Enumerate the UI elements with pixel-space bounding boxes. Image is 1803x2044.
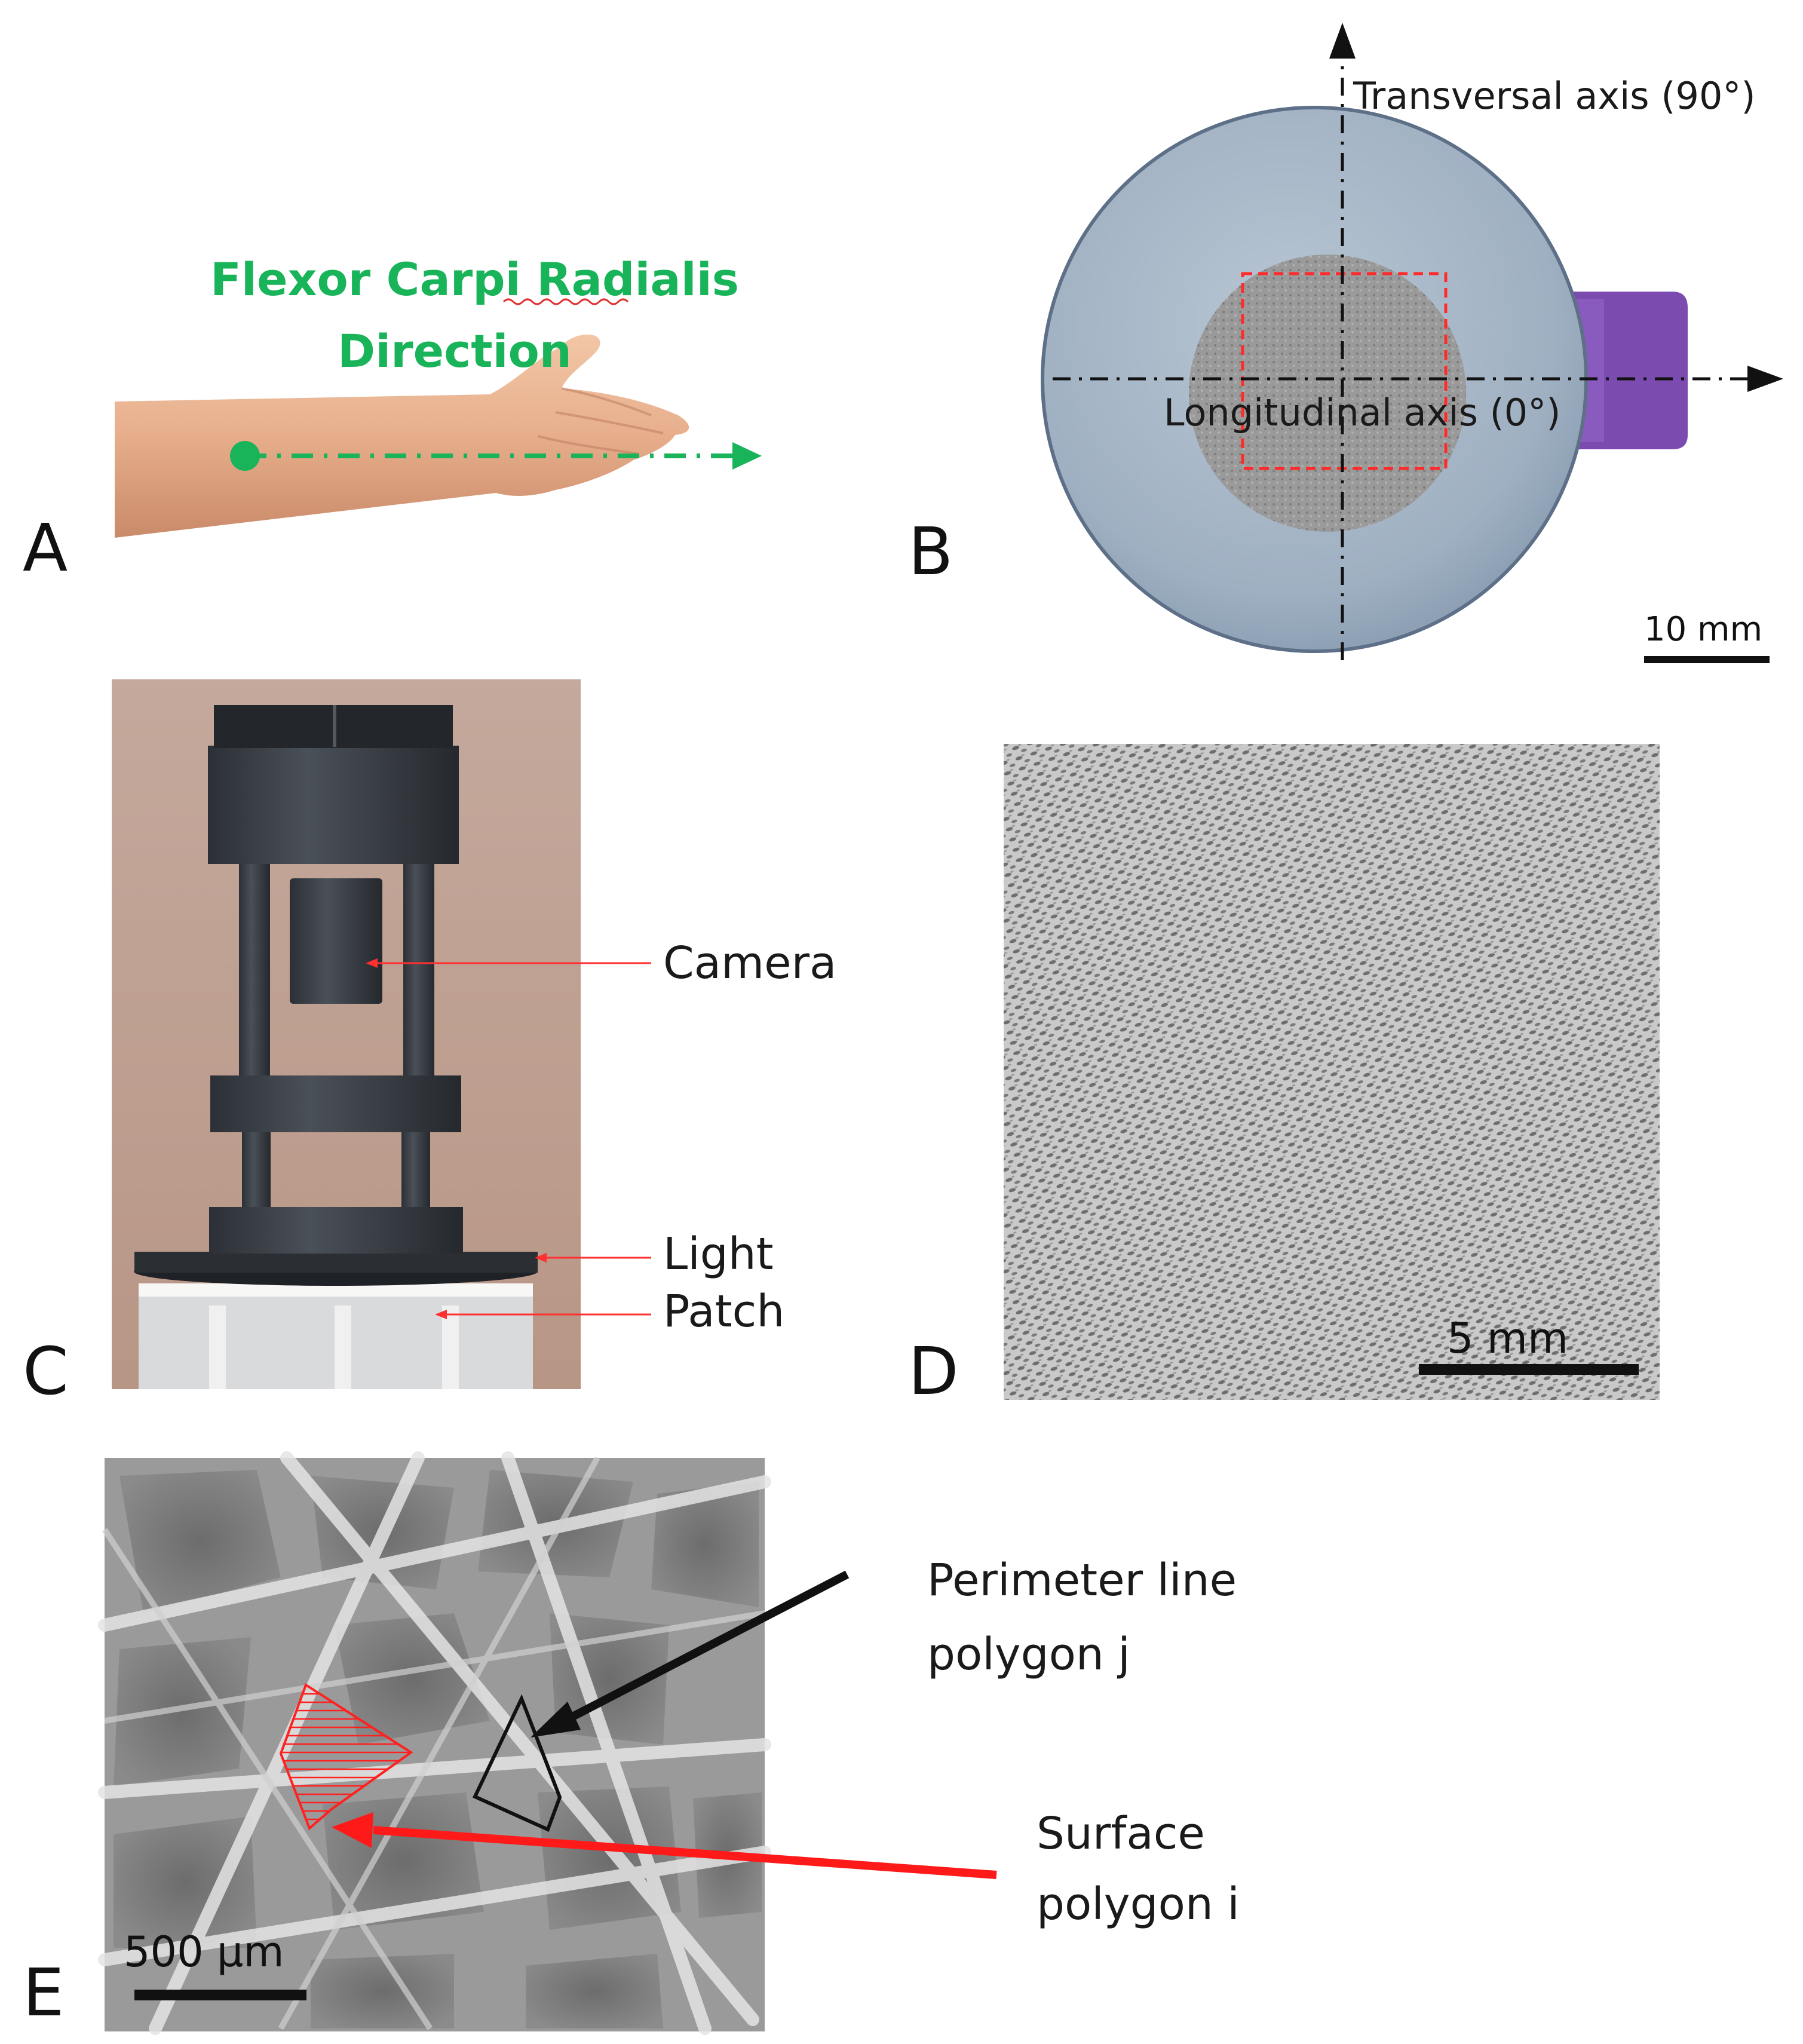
surface-label-line2: polygon i — [1037, 1878, 1240, 1930]
origin-dot-icon — [230, 441, 260, 471]
panel-letter-b: B — [908, 513, 953, 590]
panel-a-title-line2: Direction — [338, 324, 572, 378]
surface-arrowhead-icon — [332, 1812, 373, 1848]
perimeter-arrowhead-icon — [531, 1702, 581, 1737]
panel-b-scale-label: 10 mm — [1644, 610, 1763, 649]
transversal-axis-arrowhead-icon — [1329, 23, 1356, 59]
panel-letter-e: E — [23, 1954, 65, 2031]
patch-textured-area — [1189, 255, 1466, 532]
perimeter-polygon — [472, 1694, 562, 1832]
panel-e-scale-label: 500 µm — [124, 1927, 284, 1976]
perimeter-label-line2: polygon j — [927, 1629, 1130, 1680]
surface-arrow — [373, 1826, 997, 1879]
patch-label: Patch — [663, 1286, 785, 1337]
perimeter-arrow — [562, 1570, 850, 1725]
longitudinal-axis-label: Longitudinal axis (0°) — [1164, 391, 1561, 434]
panel-b-scale-bar — [1644, 656, 1770, 663]
camera-label: Camera — [663, 937, 837, 989]
arrowhead-icon — [732, 442, 762, 470]
panel-letter-c: C — [23, 1333, 69, 1409]
arm-shape — [115, 335, 689, 538]
panel-d-scale-label: 5 mm — [1447, 1314, 1569, 1363]
surface-label-line1: Surface — [1037, 1808, 1205, 1859]
panel-a-title-line1: Flexor Carpi Radialis — [210, 253, 740, 306]
roi-square — [1241, 272, 1448, 470]
spellcheck-underline — [502, 298, 629, 305]
perimeter-label-line1: Perimeter line — [927, 1555, 1237, 1606]
panel-letter-a: A — [23, 510, 68, 586]
longitudinal-axis-arrowhead-icon — [1747, 366, 1783, 392]
texture-image — [1004, 744, 1660, 1400]
panel-letter-d: D — [908, 1333, 959, 1409]
surface-polygon — [279, 1683, 413, 1831]
camera-body — [290, 878, 382, 1004]
panel-d-scale-bar — [1419, 1364, 1639, 1375]
light-label: Light — [663, 1228, 774, 1280]
transversal-axis-label: Transversal axis (90°) — [1353, 74, 1756, 118]
panel-e-scale-bar — [134, 1990, 306, 2000]
